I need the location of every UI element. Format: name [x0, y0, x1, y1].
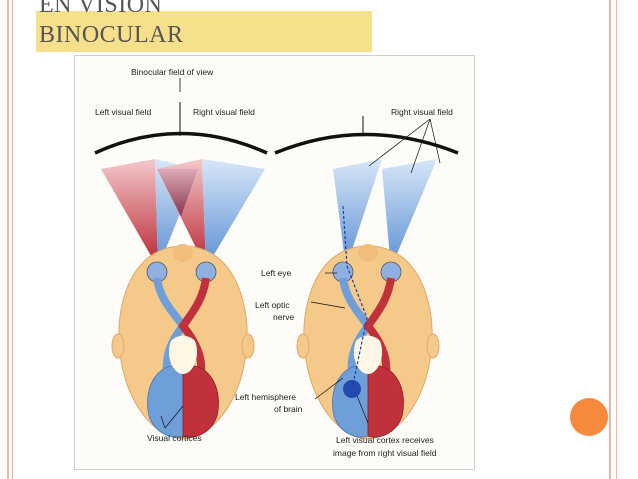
label-nerve: nerve [273, 312, 295, 322]
label-right-visual-field-2: Right visual field [391, 107, 453, 117]
label-binocular-field: Binocular field of view [131, 67, 214, 77]
right-border-line [616, 0, 617, 479]
left-head-ear-l [112, 334, 124, 358]
right-field-leader-3 [430, 119, 440, 163]
slide-title-line1: EN VISION [39, 0, 184, 20]
label-visual-cortices: Visual cortices [147, 433, 202, 443]
slide-title: EN VISION BINOCULAR [39, 0, 184, 50]
slide-title-line2: BINOCULAR [39, 20, 184, 50]
label-left-eye: Left eye [261, 268, 292, 278]
label-left-hemisphere: Left hemisphere [235, 392, 296, 402]
right-border-stripe [609, 0, 611, 479]
binocular-vision-diagram: Binocular field of view Left visual fiel… [74, 55, 475, 470]
next-slide-button[interactable] [570, 398, 608, 436]
label-left-optic: Left optic [255, 300, 290, 310]
label-left-visual-field: Left visual field [95, 107, 151, 117]
left-field-arc [95, 134, 267, 154]
left-eye-cone-red [101, 159, 158, 268]
left-border-line [12, 0, 13, 479]
right-field-arc [275, 135, 458, 154]
diagram-svg: Binocular field of view Left visual fiel… [75, 56, 474, 469]
label-image-from: image from right visual field [333, 448, 437, 458]
label-cortex-receives: Left visual cortex receives [336, 435, 434, 445]
cortex-highlight [343, 380, 361, 398]
right-nose [358, 244, 378, 262]
right-head-ear-l [297, 334, 309, 358]
right-head-ear-r [427, 334, 439, 358]
right-eye-cone-blue [202, 159, 265, 268]
label-right-visual-field-1: Right visual field [193, 107, 255, 117]
left-nose [173, 244, 193, 262]
left-head-ear-r [242, 334, 254, 358]
label-of-brain: of brain [274, 404, 303, 414]
left-border-stripe [7, 0, 9, 479]
